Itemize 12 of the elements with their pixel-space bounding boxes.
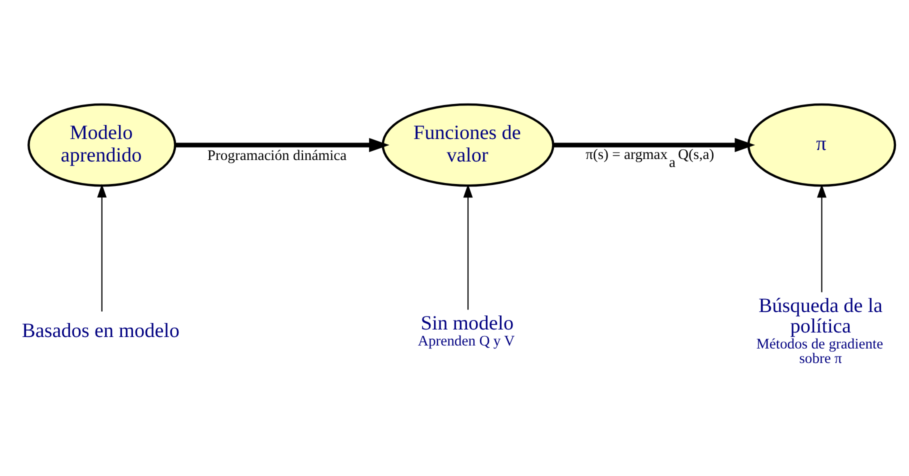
node-ellipse: π	[747, 103, 896, 187]
arrow	[554, 138, 756, 152]
arrow	[176, 138, 390, 152]
arrow	[463, 184, 473, 310]
node-text: Sin modelo Aprenden Q y V	[418, 312, 515, 350]
arrow	[817, 184, 826, 292]
node-text: Búsqueda de la política Métodos de gradiente sobre π	[756, 295, 884, 367]
node-text: Basados en modelo	[22, 320, 180, 342]
arrow	[97, 184, 107, 312]
node-ellipse: Modelo aprendido	[28, 103, 176, 187]
edge-label: Programación dinámica	[207, 148, 347, 164]
node-ellipse: Funciones de valor	[382, 103, 554, 187]
